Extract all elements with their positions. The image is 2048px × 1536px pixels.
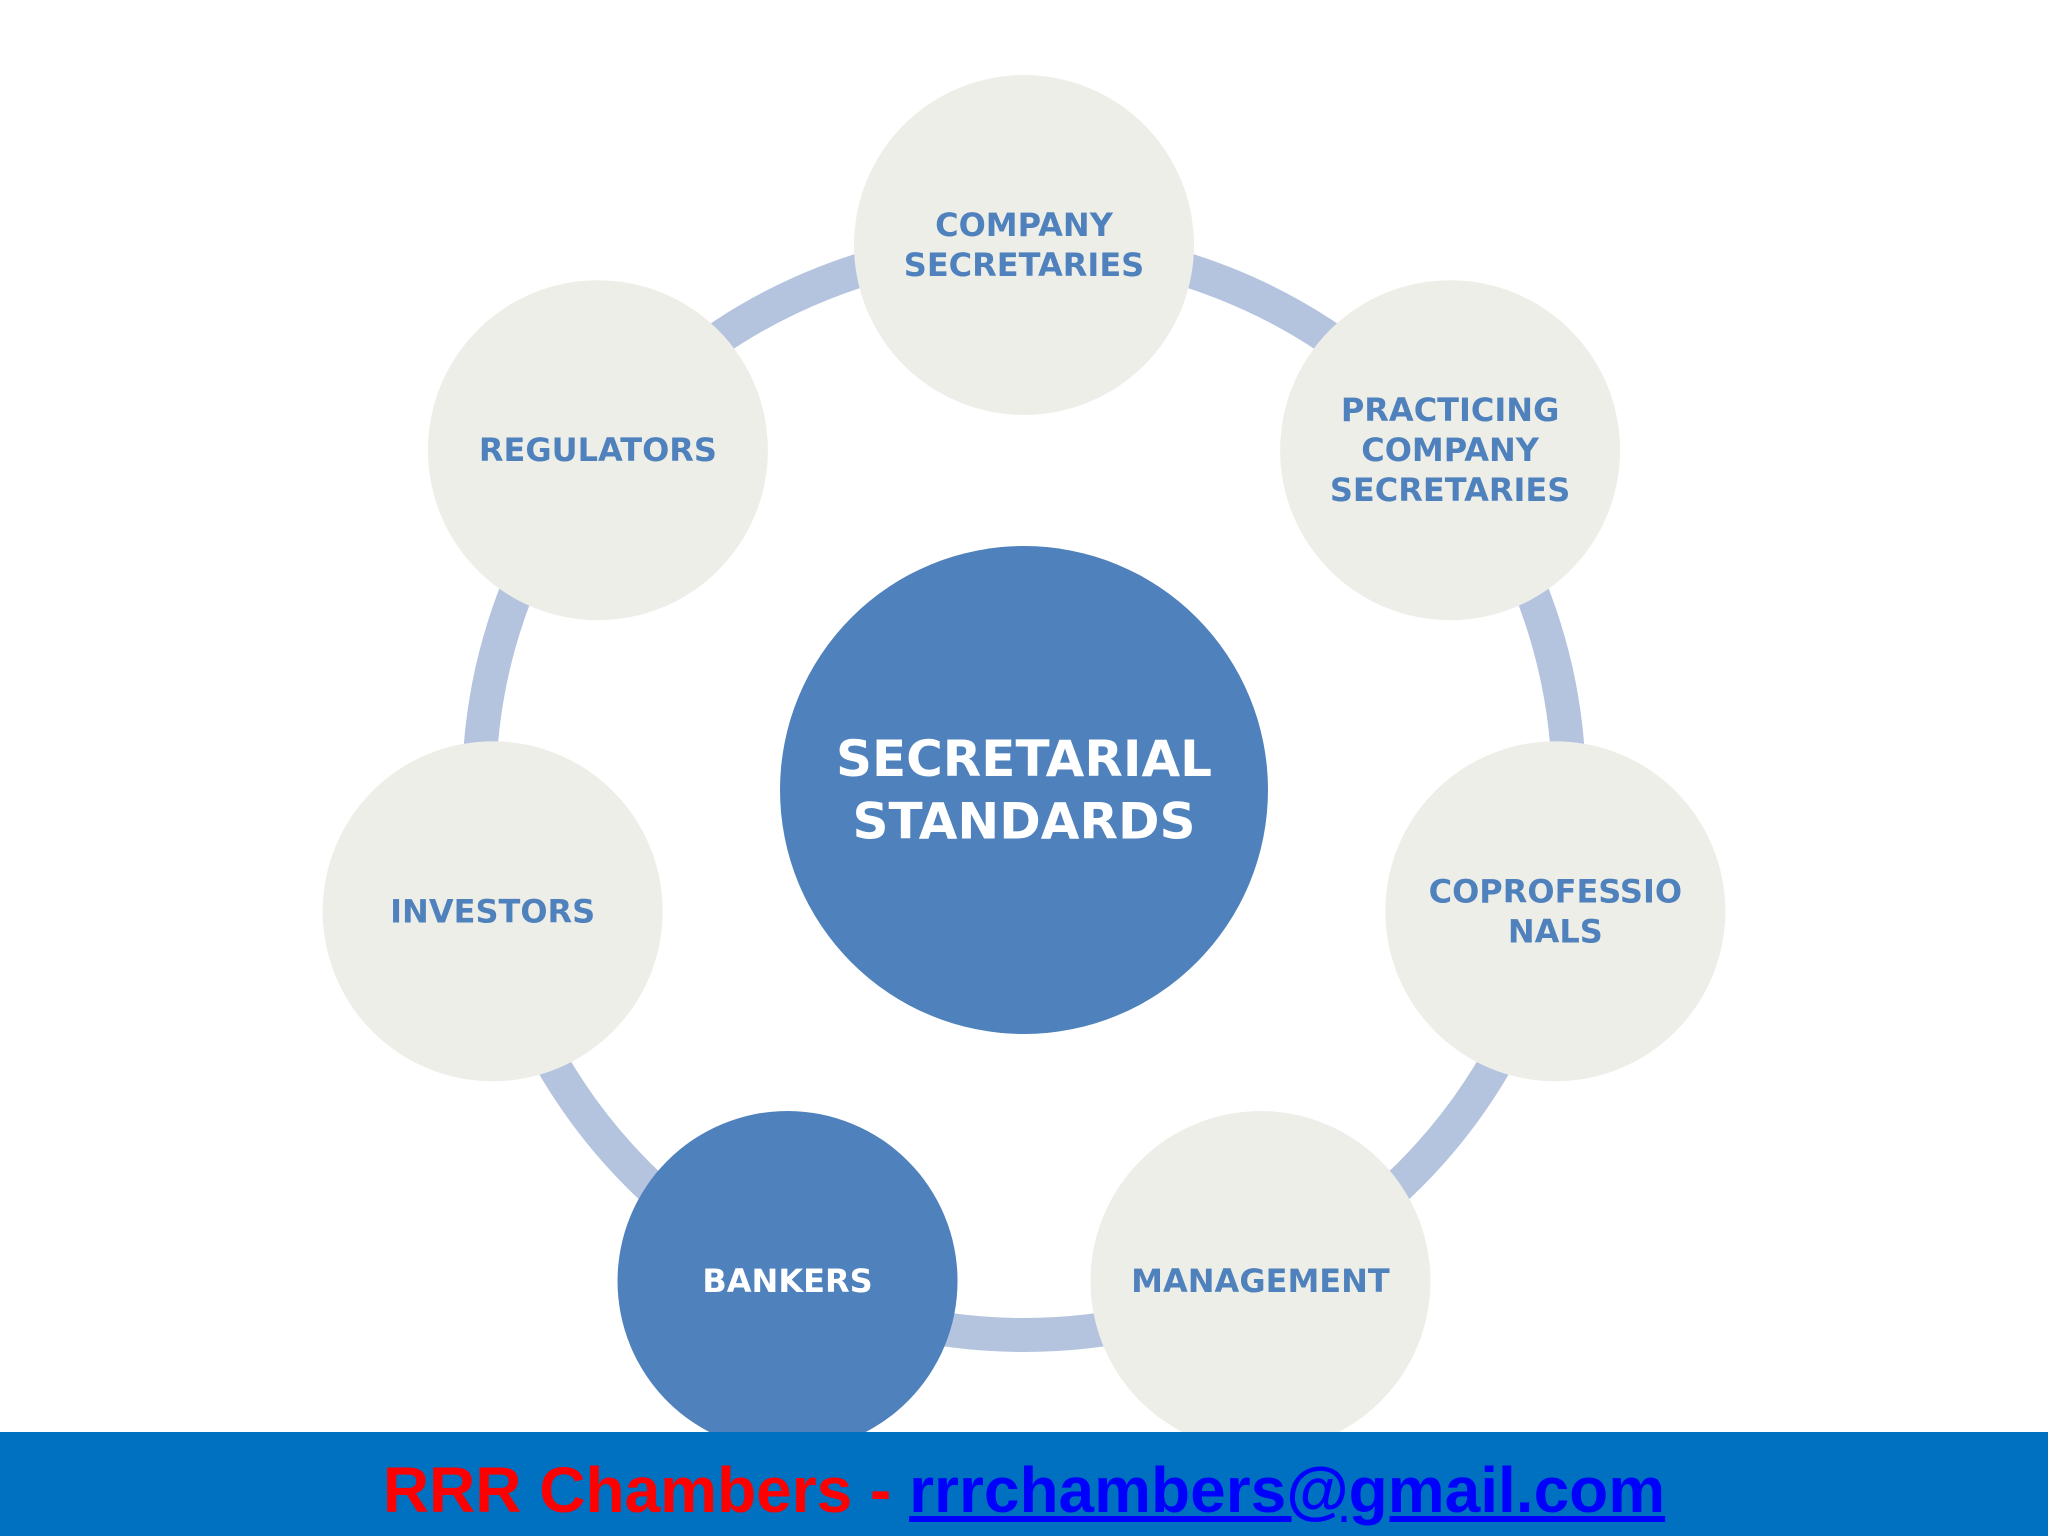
node-bankers: BANKERS: [617, 1111, 958, 1452]
node-regulators: REGULATORS: [427, 280, 768, 621]
node-investors-label-line: INVESTORS: [390, 892, 595, 930]
footer-email-link[interactable]: rrrchambers@gmail.com: [909, 1454, 1666, 1526]
footer-separator: -: [852, 1454, 910, 1526]
node-practicing-company-secretaries-label-line: SECRETARIES: [1330, 471, 1570, 509]
outer-nodes: COMPANYSECRETARIESPRACTICINGCOMPANYSECRE…: [322, 75, 1726, 1452]
node-coprofessionals-label-line: COPROFESSIO: [1429, 872, 1682, 910]
center-circle: [780, 546, 1268, 1034]
node-circle-management: [1090, 1111, 1431, 1452]
footer-firm-name: RRR Chambers: [382, 1454, 853, 1526]
node-investors: INVESTORS: [322, 741, 663, 1082]
center-label-line: SECRETARIAL: [836, 730, 1212, 788]
node-company-secretaries-label-line: SECRETARIES: [904, 246, 1144, 284]
node-circle-investors: [322, 741, 663, 1082]
node-management-label-line: MANAGEMENT: [1131, 1262, 1390, 1300]
node-circle-bankers: [617, 1111, 958, 1452]
node-practicing-company-secretaries-label-line: COMPANY: [1361, 431, 1540, 469]
footer-text: RRR Chambers - rrrchambers@gmail.com: [383, 1458, 1665, 1522]
node-bankers-label-line: BANKERS: [702, 1262, 872, 1300]
node-circle-practicing-company-secretaries: [1280, 280, 1621, 621]
node-circle-coprofessionals: [1385, 741, 1726, 1082]
node-company-secretaries-label-line: COMPANY: [935, 206, 1114, 244]
node-circle-company-secretaries: [854, 75, 1194, 415]
node-coprofessionals-label-line: NALS: [1508, 912, 1603, 950]
node-management: MANAGEMENT: [1090, 1111, 1431, 1452]
node-circle-regulators: [427, 280, 768, 621]
footer-bar: RRR Chambers - rrrchambers@gmail.com: [0, 1432, 2048, 1536]
center-label-line: STANDARDS: [853, 792, 1196, 850]
node-regulators-label-line: REGULATORS: [479, 431, 717, 469]
node-practicing-company-secretaries-label-line: PRACTICING: [1341, 391, 1560, 429]
